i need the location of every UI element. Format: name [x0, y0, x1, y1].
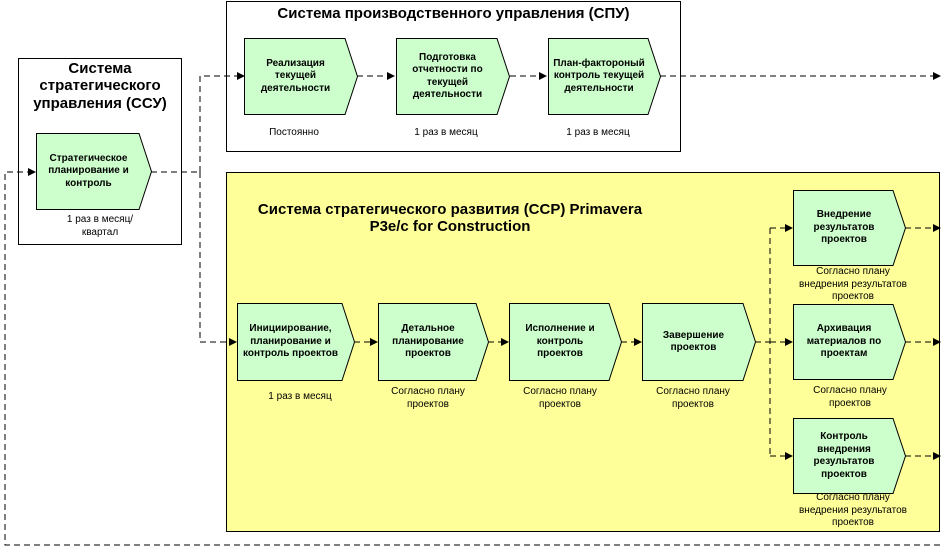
outcome-1: Внедрение результатов проектов [793, 190, 906, 266]
spu-1-frequency: Постоянно [269, 127, 319, 138]
outcome-2-frequency: Согласно плану проектов [813, 385, 887, 409]
outcome-3: Контроль внедрения результатов проектов [793, 418, 906, 494]
ssr-4-frequency: Согласно плану проектов [656, 386, 730, 410]
ssu-frequency: 1 раз в месяц/ квартал [66, 214, 134, 238]
link-ssu-to-spu [199, 72, 245, 172]
spu-2-frequency: 1 раз в месяц [414, 127, 478, 138]
outcome-3-frequency: Согласно плану внедрения результатов про… [798, 492, 907, 528]
ssr-1-frequency: 1 раз в месяц [268, 391, 332, 402]
process-ssr-1: Инициирование, планирование и контроль п… [237, 303, 355, 381]
process-spu-2: Подготовка отчетности по текущей деятель… [396, 38, 510, 115]
spu-title: Система производственного управления (СП… [277, 5, 630, 22]
ssr-3-frequency: Согласно плану проектов [523, 386, 597, 410]
process-spu-1: Реализация текущей деятельности [244, 38, 358, 115]
process-spu-3: План-фактороный контроль текущей деятель… [548, 38, 661, 115]
process-ssr-3: Исполнение и контроль проектов [509, 303, 622, 381]
spu-3-frequency: 1 раз в месяц [566, 127, 630, 138]
link-ssu-to-ssr [199, 172, 237, 346]
process-ssr-2: Детальное планирование проектов [378, 303, 489, 381]
ssr-title: Система стратегического развития (ССР) P… [257, 201, 643, 236]
process-strategic-planning: Стратегическое планирование и контроль [36, 133, 152, 210]
ssu-title: Система стратегического управления (ССУ) [33, 60, 167, 112]
ssr-2-frequency: Согласно плану проектов [391, 386, 465, 410]
outcome-2: Архивация материалов по проектам [793, 304, 906, 380]
process-ssr-4: Завершение проектов [642, 303, 756, 381]
outcome-1-frequency: Согласно плану внедрения результатов про… [798, 266, 907, 302]
feedback-loop-line [4, 168, 940, 546]
